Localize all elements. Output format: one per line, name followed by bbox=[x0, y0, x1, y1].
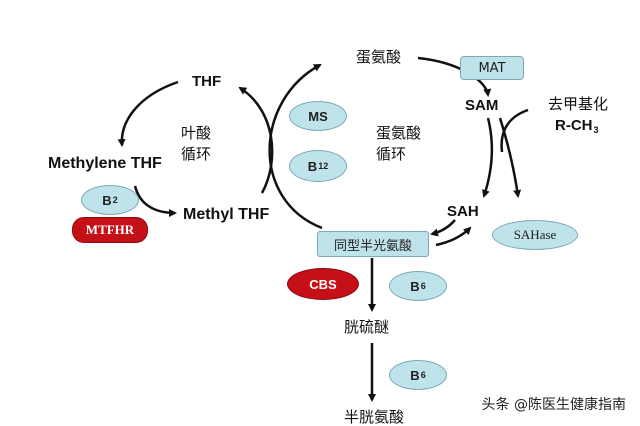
b2-main: B bbox=[102, 192, 112, 208]
mat-enzyme: MAT bbox=[460, 56, 524, 80]
thf-label: THF bbox=[192, 73, 222, 90]
methylene-thf-label: Methylene THF bbox=[48, 155, 162, 172]
arrow-sam-to-sah bbox=[482, 117, 494, 198]
methionine-cycle-line2: 循环 bbox=[376, 145, 407, 163]
arrow-homocysteine-to-methionine bbox=[268, 63, 323, 230]
arrow-methyl-to-thf bbox=[238, 86, 274, 194]
methyl-thf-label: Methyl THF bbox=[183, 206, 270, 223]
arrow-sah-to-homocysteine bbox=[430, 219, 456, 237]
arrow-homocysteine-to-sah bbox=[435, 226, 472, 247]
rch3-subscript: 3 bbox=[593, 125, 599, 135]
sam-label: SAM bbox=[465, 97, 499, 114]
homocysteine-box: 同型半光氨酸 bbox=[317, 231, 429, 257]
cbs-enzyme: CBS bbox=[287, 268, 359, 300]
arrow-rch3-donor bbox=[500, 108, 529, 153]
b2-sub: 2 bbox=[112, 195, 118, 205]
watermark: 头条 @陈医生健康指南 bbox=[481, 397, 626, 413]
methionine-label: 蛋氨酸 bbox=[356, 48, 402, 66]
b6-main-1: B bbox=[410, 278, 420, 294]
rch3-prefix: R-CH bbox=[555, 117, 593, 134]
folate-cycle-line2: 循环 bbox=[181, 145, 212, 163]
arrow-methylene-to-methyl bbox=[133, 185, 177, 217]
b6-sub-1: 6 bbox=[420, 281, 426, 291]
b6-main-2: B bbox=[410, 367, 420, 383]
rch3-label: R-CH3 bbox=[555, 118, 599, 135]
b12-sub: 12 bbox=[318, 161, 329, 171]
sahase-enzyme: SAHase bbox=[492, 220, 578, 250]
cystathionine-label: 胱硫醚 bbox=[344, 318, 390, 336]
b12-main: B bbox=[307, 158, 318, 174]
arrow-to-rch3 bbox=[498, 117, 522, 198]
folate-cycle-line1: 叶酸 bbox=[181, 124, 212, 142]
demethylation-label: 去甲基化 bbox=[548, 95, 609, 113]
sah-label: SAH bbox=[447, 203, 479, 220]
b6-sub-2: 6 bbox=[420, 370, 426, 380]
arrow-thf-to-methylene bbox=[117, 80, 179, 147]
ms-enzyme: MS bbox=[289, 101, 347, 131]
mtfhr-enzyme: MTFHR bbox=[72, 217, 148, 243]
methionine-cycle-line1: 蛋氨酸 bbox=[376, 124, 422, 142]
cysteine-label: 半胱氨酸 bbox=[344, 408, 405, 426]
